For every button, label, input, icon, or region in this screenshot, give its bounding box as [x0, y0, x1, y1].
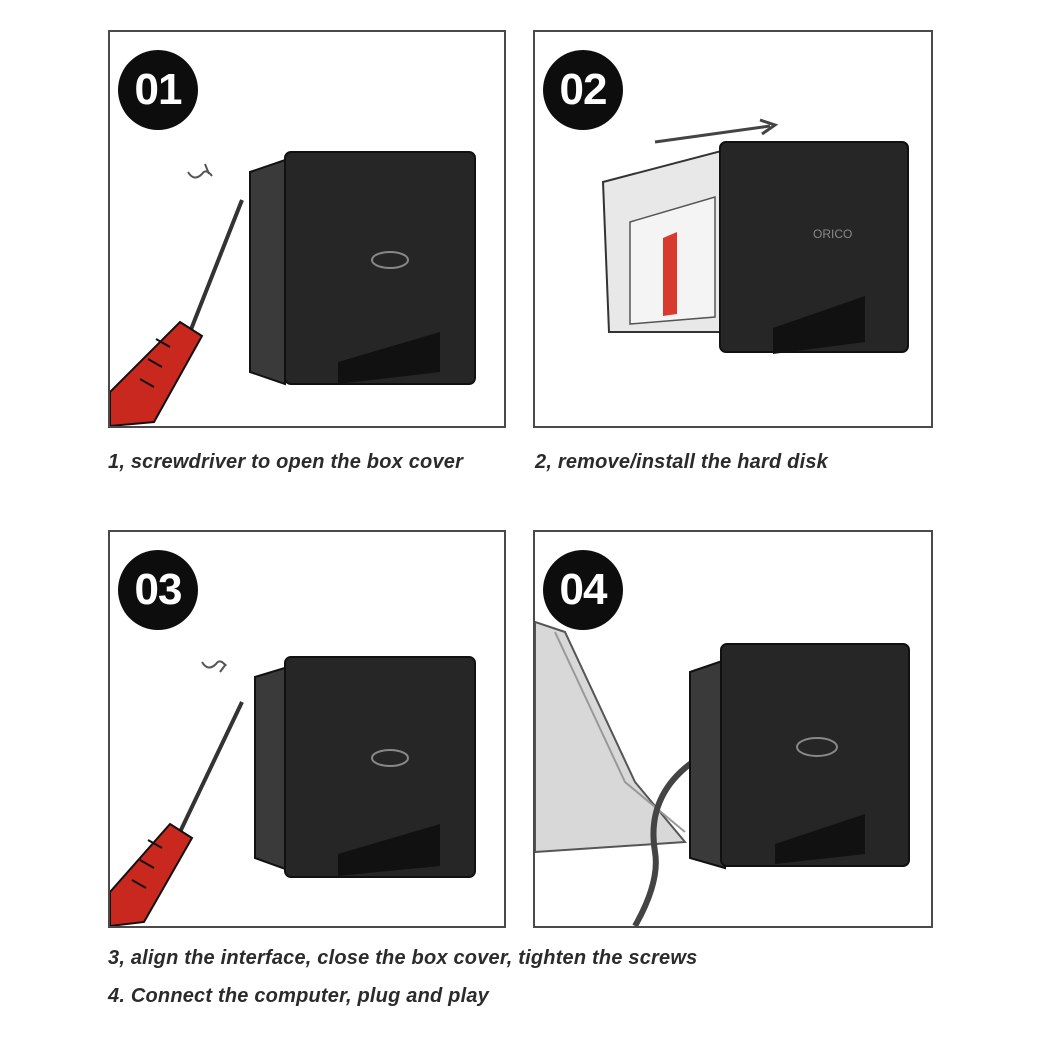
- hard-drive-enclosure-icon: ORICO: [719, 141, 909, 354]
- step-4-badge: 04: [543, 550, 623, 630]
- step-4-panel: 04: [533, 530, 933, 928]
- arrow-icon: [654, 118, 779, 144]
- step-2-illustration: ORICO: [601, 118, 909, 354]
- step-2-caption: 2, remove/install the hard disk: [535, 451, 828, 473]
- step-2-badge: 02: [543, 50, 623, 130]
- svg-text:ORICO: ORICO: [813, 227, 852, 241]
- screwdriver-icon: [110, 199, 244, 426]
- usb-cable-icon: [632, 754, 702, 926]
- screwdriver-icon: [110, 701, 244, 926]
- hard-drive-enclosure-icon: [249, 151, 476, 386]
- screw-icon: [187, 163, 213, 179]
- step-4-caption: 4. Connect the computer, plug and play: [108, 985, 489, 1007]
- hard-disk-icon: [601, 148, 726, 333]
- step-3-illustration: [110, 656, 476, 926]
- step-1-badge: 01: [118, 50, 198, 130]
- step-1-caption: 1, screwdriver to open the box cover: [108, 451, 464, 473]
- monitor-icon: [535, 620, 688, 854]
- step-3-panel: 03: [108, 530, 506, 928]
- step-1-panel: 01: [108, 30, 506, 428]
- step-1-illustration: [110, 151, 476, 426]
- hard-drive-enclosure-icon: [689, 643, 910, 870]
- step-4-illustration: [535, 620, 910, 926]
- step-2-panel: ORICO 02: [533, 30, 933, 428]
- step-3-badge: 03: [118, 550, 198, 630]
- step-3-caption: 3, align the interface, close the box co…: [108, 947, 698, 969]
- screw-icon: [201, 660, 227, 673]
- hard-drive-enclosure-icon: [254, 656, 476, 878]
